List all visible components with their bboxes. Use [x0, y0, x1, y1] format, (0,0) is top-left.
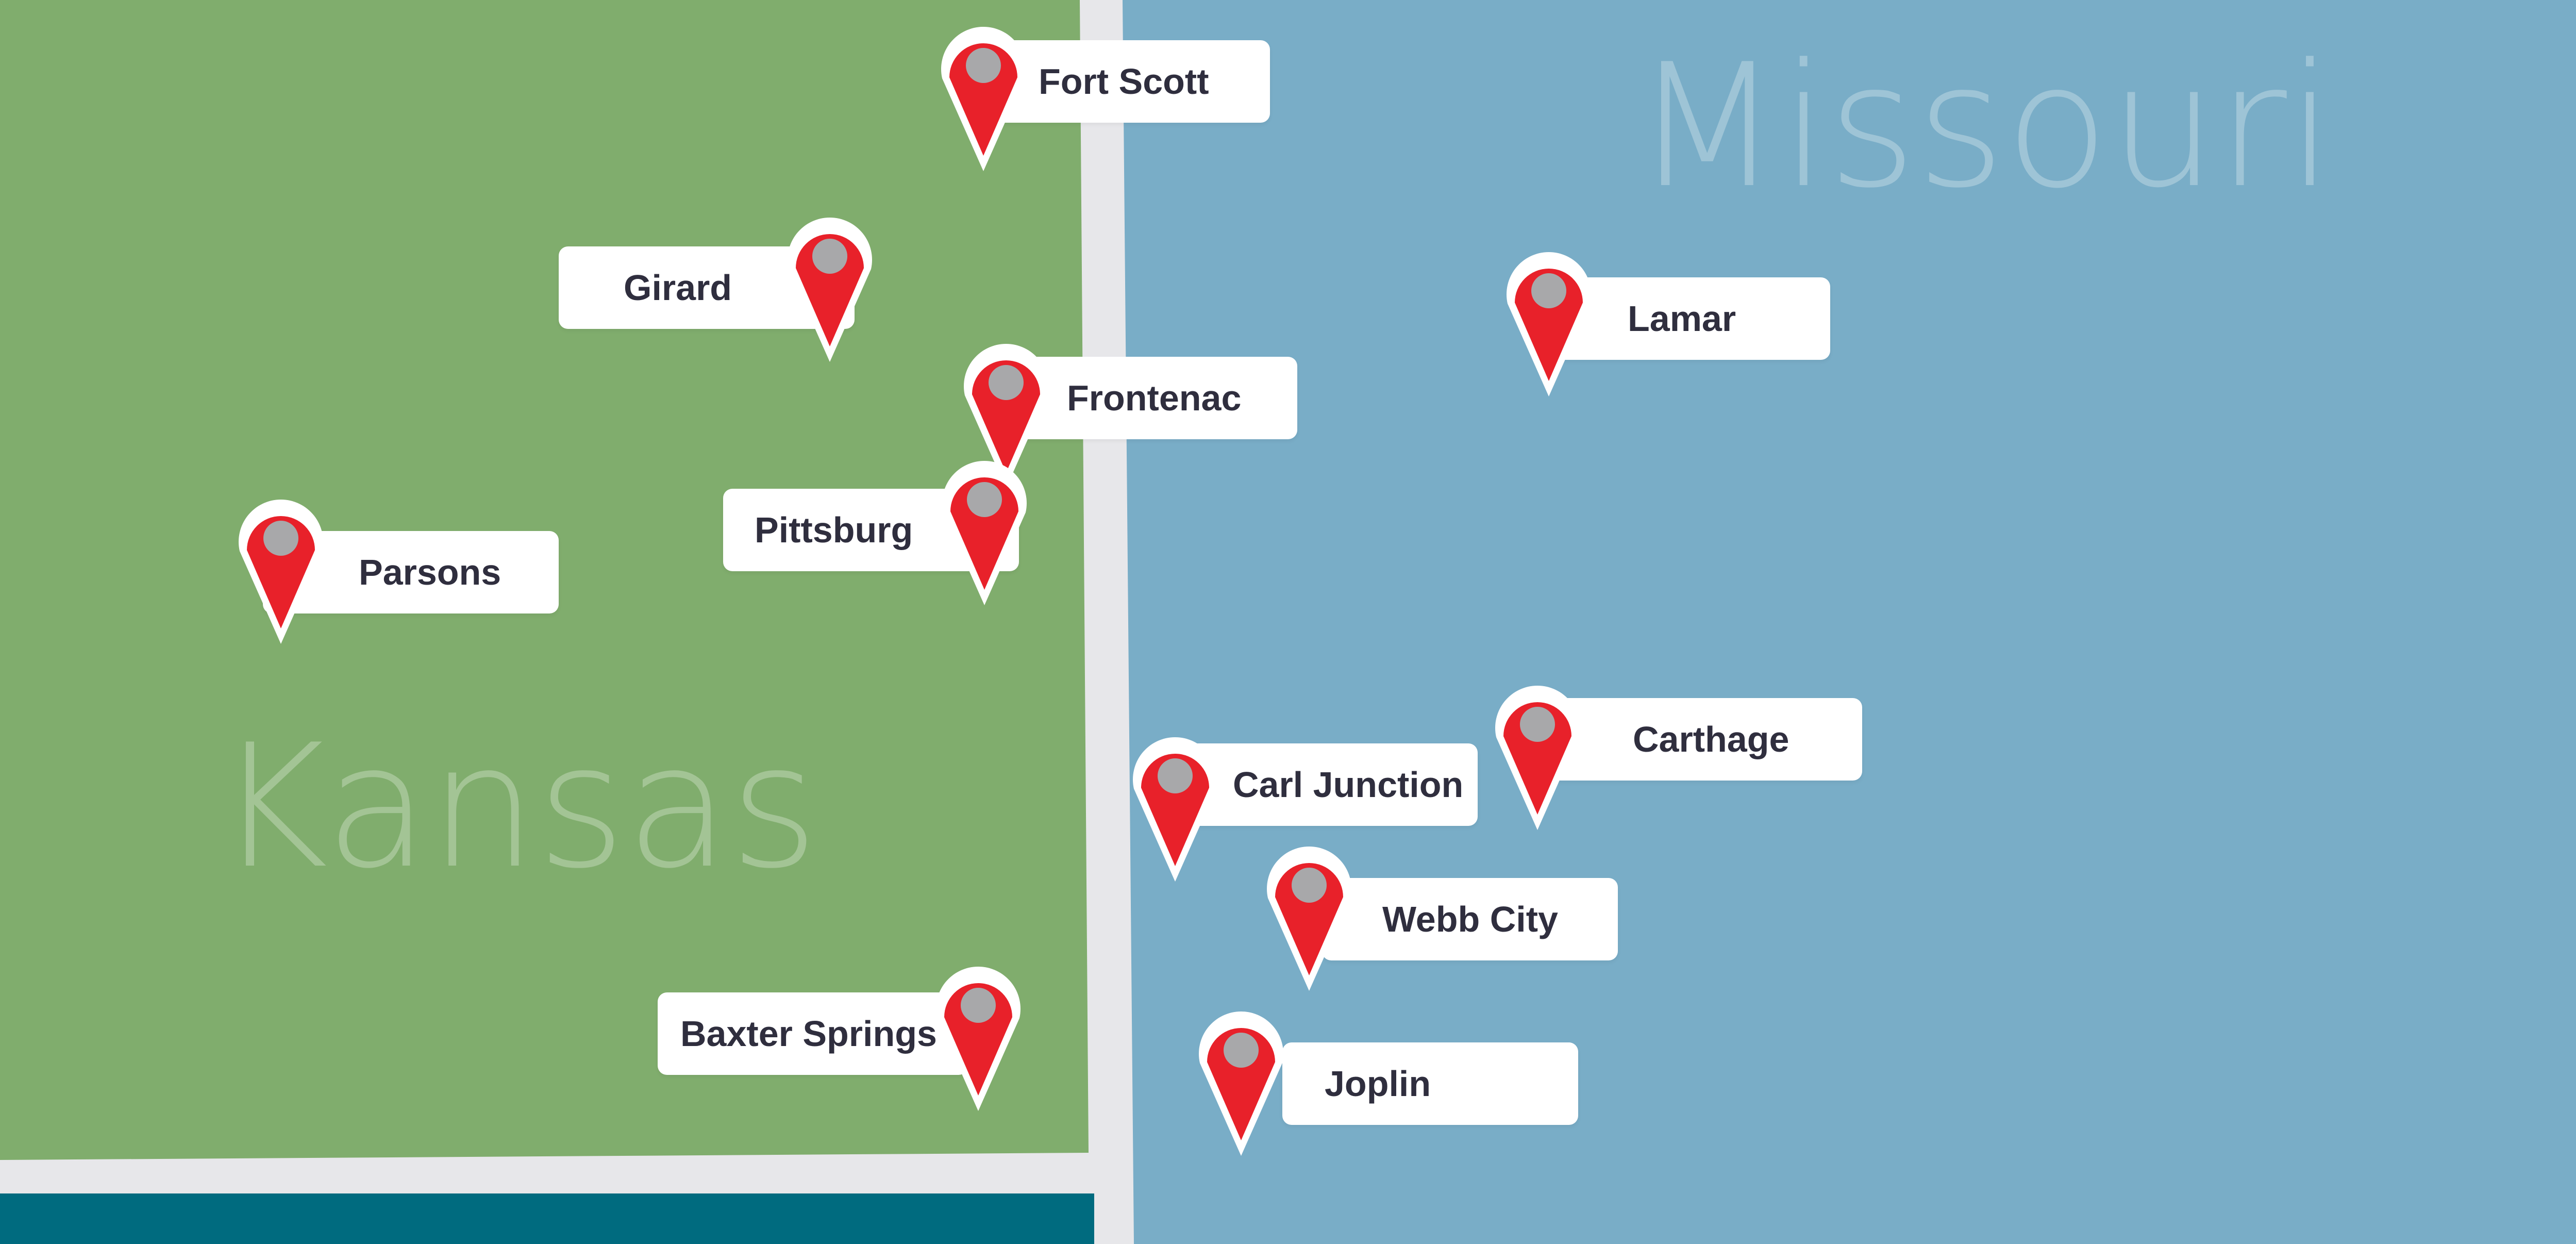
map-pin-icon[interactable]: [932, 960, 1025, 1115]
map-pin-icon[interactable]: [235, 493, 327, 648]
city-label-webb-city: Webb City: [1382, 899, 1558, 939]
map-pin-icon[interactable]: [937, 21, 1030, 175]
map-pin-icon[interactable]: [1195, 1005, 1287, 1160]
city-label-card: [658, 992, 968, 1075]
city-label-carthage: Carthage: [1633, 719, 1789, 759]
map-pin-icon-svg: [1199, 1011, 1283, 1156]
map-pin-icon-svg: [1267, 847, 1351, 991]
city-label-girard: Girard: [624, 268, 732, 308]
city-label-card: [1178, 743, 1478, 826]
map-pin-icon-svg: [239, 500, 323, 644]
map-pin-icon[interactable]: [938, 455, 1031, 609]
map-pin-icon[interactable]: [1502, 246, 1595, 401]
map-pin-icon-svg: [936, 967, 1021, 1111]
kansas-state-label: Kansas: [216, 708, 819, 906]
map-pin-icon[interactable]: [1263, 840, 1356, 995]
map-pin-icon-svg: [1133, 737, 1217, 882]
city-label-pittsburg: Pittsburg: [755, 510, 913, 550]
map-pin-icon-svg: [964, 344, 1048, 488]
missouri-state-label: Missouri: [1634, 27, 2334, 225]
map-pin-icon[interactable]: [783, 211, 876, 366]
city-label-baxter-springs: Baxter Springs: [680, 1014, 937, 1054]
city-label-card: [1322, 878, 1618, 960]
city-label-card: [1001, 357, 1297, 439]
map-pin-icon[interactable]: [960, 338, 1052, 492]
city-label-frontenac: Frontenac: [1067, 378, 1242, 418]
map-pin-icon-svg: [942, 461, 1027, 605]
city-label-card: [1523, 698, 1862, 781]
map-pin-icon[interactable]: [1491, 679, 1584, 834]
city-label-fort-scott: Fort Scott: [1039, 61, 1209, 102]
map-pin-icon-svg: [1507, 252, 1591, 396]
map-pin-icon-svg: [788, 217, 872, 362]
city-label-carl-junction: Carl Junction: [1233, 765, 1464, 805]
city-label-card: [974, 40, 1270, 123]
map-pin-icon[interactable]: [1129, 731, 1222, 886]
city-label-joplin: Joplin: [1325, 1064, 1431, 1104]
bottom-bar: [0, 1193, 1094, 1244]
city-label-parsons: Parsons: [359, 552, 501, 592]
map-pin-icon-svg: [941, 26, 1026, 172]
city-label-lamar: Lamar: [1628, 298, 1736, 339]
map-pin-icon-svg: [1495, 686, 1580, 830]
city-label-card: [1282, 1042, 1578, 1125]
